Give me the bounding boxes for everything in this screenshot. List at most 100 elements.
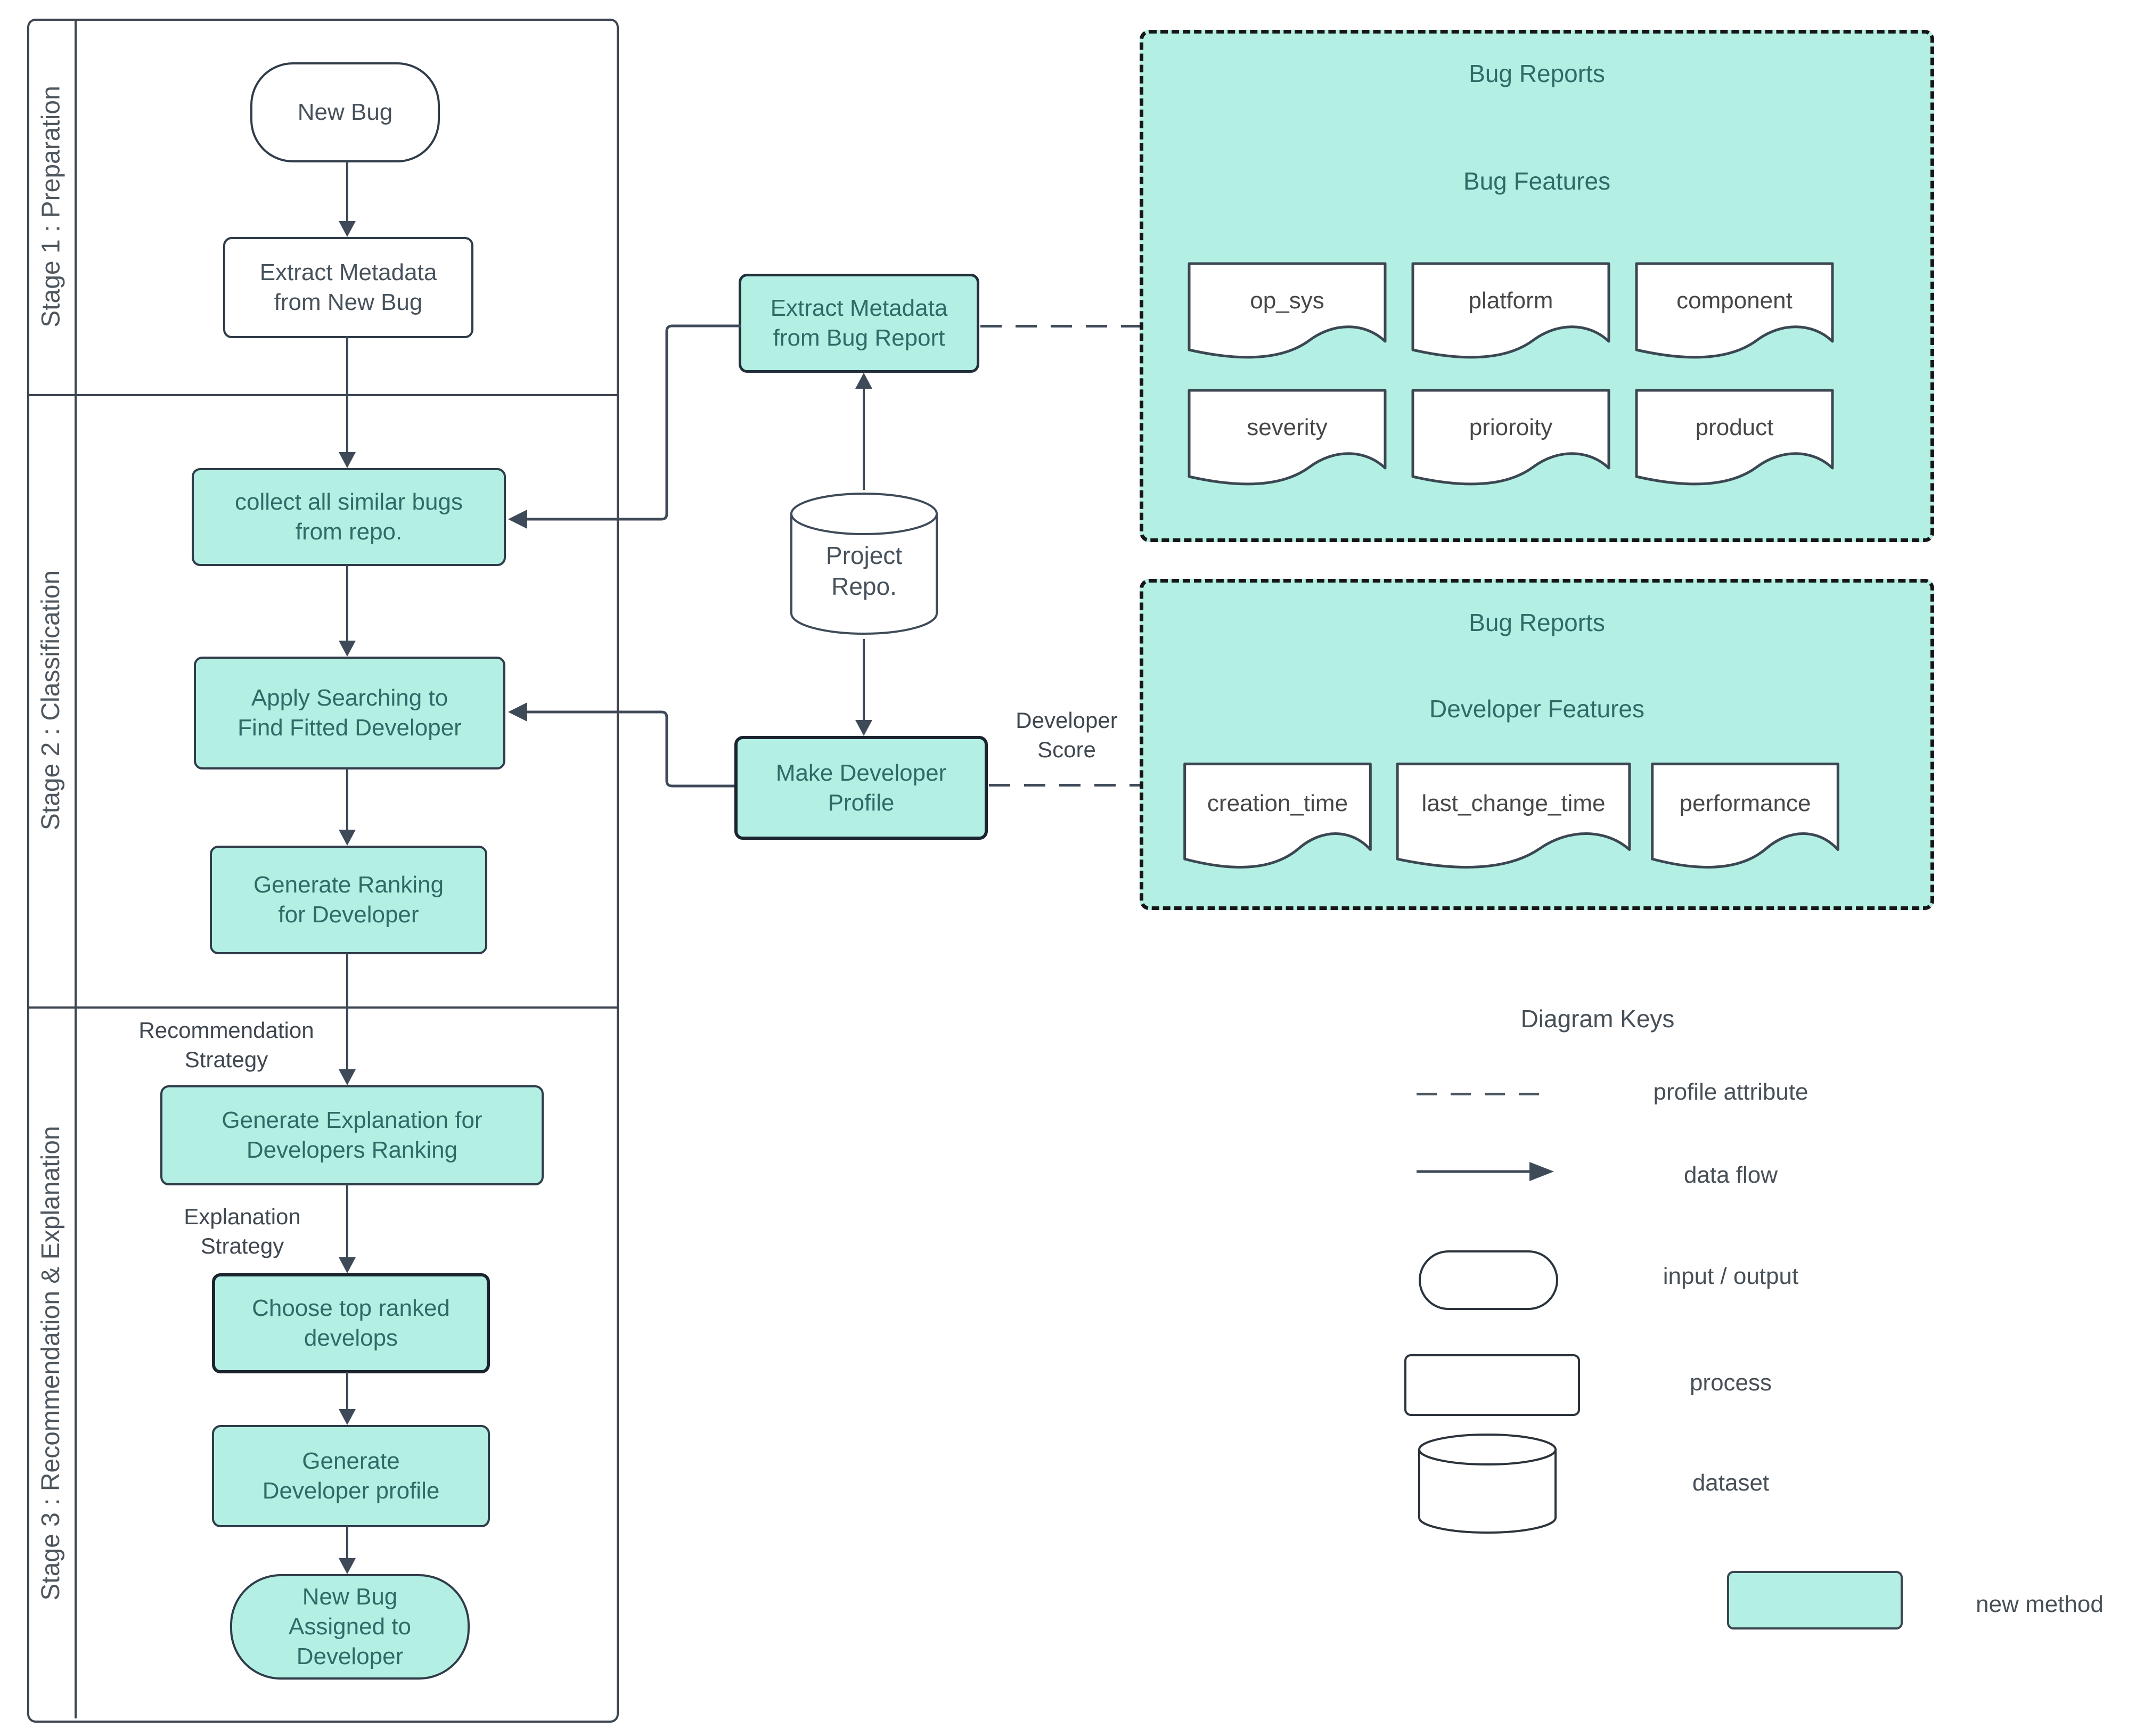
stage-label-recommendation: Stage 3 : Recommendation & Explanation [37, 1126, 65, 1601]
stage-boundary-1-2 [27, 394, 617, 396]
document-label: severity [1247, 414, 1328, 440]
node-extract-metadata-bug-report-label: Extract Metadata from Bug Report [770, 295, 948, 351]
node-generate-explanation: Generate Explanation for Developers Rank… [160, 1085, 544, 1185]
node-apply-searching: Apply Searching to Find Fitted Developer [194, 657, 505, 769]
document-shape-icon [1394, 760, 1633, 875]
arrowhead-down-icon [339, 1257, 356, 1273]
edge-explanation-choose [346, 1184, 348, 1258]
legend-label-input-output: input / output [1663, 1263, 1799, 1289]
legend-label-data-flow: data flow [1683, 1162, 1778, 1188]
arrowhead-down-icon [339, 641, 356, 657]
edge-label-recommendation-strategy: Recommendation Strategy [138, 1018, 314, 1072]
node-choose-top-ranked: Choose top ranked develops [212, 1273, 490, 1373]
document-shape-icon [1182, 760, 1373, 875]
node-generate-developer-profile-label: Generate Developer profile [262, 1448, 440, 1504]
node-new-bug: New Bug [250, 62, 440, 162]
legend-new-method-icon [1727, 1571, 1903, 1629]
document-label: component [1676, 287, 1793, 314]
arrowhead-down-icon [855, 720, 872, 736]
document-prioroity: prioroity [1410, 387, 1612, 492]
edge-genprofile-assigned [346, 1526, 348, 1559]
document-performance: performance [1649, 760, 1841, 875]
edge-dashed-developer-features [989, 784, 1140, 787]
document-shape-icon [1186, 260, 1388, 365]
node-make-developer-profile: Make Developer Profile [734, 736, 988, 840]
stage-boundary-2-3 [27, 1006, 617, 1009]
stage-frame [27, 19, 619, 1723]
edge-repo-makeprofile [863, 639, 865, 721]
node-project-repo: Project Repo. [789, 490, 939, 639]
node-collect-similar-bugs-label: collect all similar bugs from repo. [235, 489, 463, 545]
edge-collect-apply [346, 565, 348, 642]
document-shape-icon [1186, 387, 1388, 492]
arrowhead-down-icon [339, 221, 356, 237]
node-choose-top-ranked-label: Choose top ranked develops [252, 1295, 450, 1351]
legend-label-profile-attribute: profile attribute [1653, 1079, 1808, 1105]
panel-bug-features: Bug Reports Bug Features op_sys platform… [1140, 30, 1934, 542]
legend-title: Diagram Keys [1520, 1005, 1675, 1033]
document-label: prioroity [1469, 414, 1553, 440]
stage-label-preparation: Stage 1 : Preparation [37, 86, 66, 327]
node-new-bug-assigned-label: New Bug Assigned to Developer [289, 1584, 411, 1669]
document-label: op_sys [1250, 287, 1324, 314]
node-make-developer-profile-label: Make Developer Profile [775, 759, 947, 816]
arrowhead-up-icon [855, 373, 872, 389]
arrowhead-down-icon [339, 1558, 356, 1574]
panel-developer-features: Bug Reports Developer Features creation_… [1140, 579, 1934, 910]
node-apply-searching-label: Apply Searching to Find Fitted Developer [238, 685, 462, 741]
legend-label-dataset: dataset [1692, 1470, 1770, 1496]
legend-stadium-icon [1419, 1250, 1558, 1310]
document-op-sys: op_sys [1186, 260, 1388, 365]
stage-label-classification: Stage 2 : Classification [37, 570, 65, 831]
document-last-change-time: last_change_time [1394, 760, 1633, 875]
edge-repo-extractreport [863, 388, 865, 490]
legend-dashed-line-icon [1417, 1093, 1547, 1095]
panel-bug-features-subtitle: Bug Features [1463, 167, 1611, 195]
node-generate-explanation-label: Generate Explanation for Developers Rank… [222, 1107, 482, 1163]
edge-makeprofile-apply [508, 702, 734, 788]
edge-newbug-extract [346, 161, 348, 222]
document-shape-icon [1633, 260, 1836, 365]
document-severity: severity [1186, 387, 1388, 492]
edge-label-developer-score: Developer Score [1016, 708, 1118, 762]
edge-apply-ranking [346, 768, 348, 831]
node-generate-ranking-label: Generate Ranking for Developer [253, 872, 444, 928]
legend-arrow-icon [1417, 1162, 1554, 1181]
node-new-bug-assigned: New Bug Assigned to Developer [230, 1574, 470, 1680]
node-new-bug-label: New Bug [297, 99, 393, 126]
legend-rectangle-icon [1404, 1354, 1580, 1416]
document-creation-time: creation_time [1182, 760, 1373, 875]
legend-cylinder-icon [1418, 1434, 1557, 1534]
arrowhead-down-icon [339, 1409, 356, 1425]
node-project-repo-label: Project Repo. [825, 542, 903, 600]
node-extract-metadata-new-bug-label: Extract Metadata from New Bug [259, 259, 437, 315]
document-shape-icon [1649, 760, 1841, 875]
document-label: performance [1679, 790, 1811, 817]
legend-label-process: process [1689, 1370, 1772, 1396]
node-generate-developer-profile: Generate Developer profile [212, 1425, 490, 1527]
document-component: component [1633, 260, 1836, 365]
document-shape-icon [1410, 260, 1612, 365]
node-extract-metadata-new-bug: Extract Metadata from New Bug [223, 237, 473, 338]
document-product: product [1633, 387, 1836, 492]
panel-developer-features-subtitle: Developer Features [1429, 695, 1644, 723]
edge-extractreport-collect [508, 324, 741, 529]
panel-developer-features-title: Bug Reports [1469, 609, 1605, 636]
document-label: creation_time [1207, 790, 1348, 817]
arrowhead-down-icon [339, 1069, 356, 1085]
edge-label-explanation-strategy: Explanation Strategy [184, 1204, 301, 1258]
node-collect-similar-bugs: collect all similar bugs from repo. [192, 468, 506, 566]
cylinder-shape [790, 493, 938, 635]
document-label: product [1695, 414, 1774, 440]
edge-extract-collect [346, 336, 348, 453]
document-shape-icon [1410, 387, 1612, 492]
document-platform: platform [1410, 260, 1612, 365]
panel-bug-features-title: Bug Reports [1469, 60, 1605, 87]
node-generate-ranking: Generate Ranking for Developer [210, 846, 487, 954]
edge-choose-genprofile [346, 1372, 348, 1410]
arrowhead-down-icon [339, 452, 356, 468]
legend-label-new-method: new method [1976, 1591, 2104, 1617]
arrowhead-down-icon [339, 830, 356, 846]
document-label: platform [1468, 287, 1553, 314]
